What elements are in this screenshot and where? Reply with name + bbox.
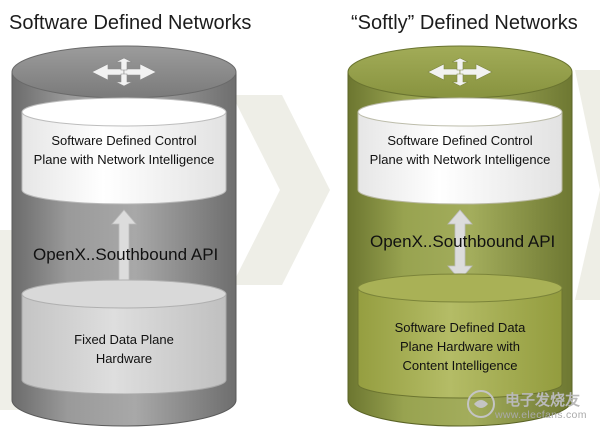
right-data-plane-label: Software Defined Data Plane Hardware wit… [368, 318, 552, 375]
left-data-plane-label: Fixed Data Plane Hardware [32, 330, 216, 368]
right-control-plane-cylinder [357, 97, 563, 205]
watermark-logo [467, 390, 495, 418]
right-control-plane-line-1: Software Defined Control [387, 133, 533, 148]
left-control-plane-line-1: Software Defined Control [51, 133, 197, 148]
left-data-plane-line-1: Fixed Data Plane [74, 332, 174, 347]
left-control-plane-line-2: Plane with Network Intelligence [33, 152, 215, 167]
left-title: Software Defined Networks [9, 12, 252, 34]
left-router-icon [91, 57, 157, 87]
right-control-plane-line-2: Plane with Network Intelligence [369, 152, 551, 167]
right-title: “Softly” Defined Networks [351, 12, 578, 34]
left-control-plane-cylinder [21, 97, 227, 205]
watermark-url: www.elecfans.com [495, 409, 587, 421]
right-data-plane-line-1: Software Defined Data [394, 320, 526, 335]
right-data-plane-line-2: Plane Hardware with [400, 339, 520, 354]
left-data-plane-cylinder [21, 279, 227, 395]
right-api-label: OpenX..Southbound API [370, 232, 556, 251]
left-control-plane-label: Software Defined Control Plane with Netw… [32, 131, 216, 169]
left-data-plane-line-2: Hardware [95, 351, 153, 366]
watermark-text: 电子发烧友 [505, 392, 581, 409]
right-router-icon [427, 57, 493, 87]
left-api-label: OpenX..Southbound API [33, 245, 219, 264]
right-data-plane-cylinder [357, 273, 563, 399]
right-control-plane-label: Software Defined Control Plane with Netw… [368, 131, 552, 169]
right-data-plane-line-3: Content Intelligence [402, 358, 518, 373]
